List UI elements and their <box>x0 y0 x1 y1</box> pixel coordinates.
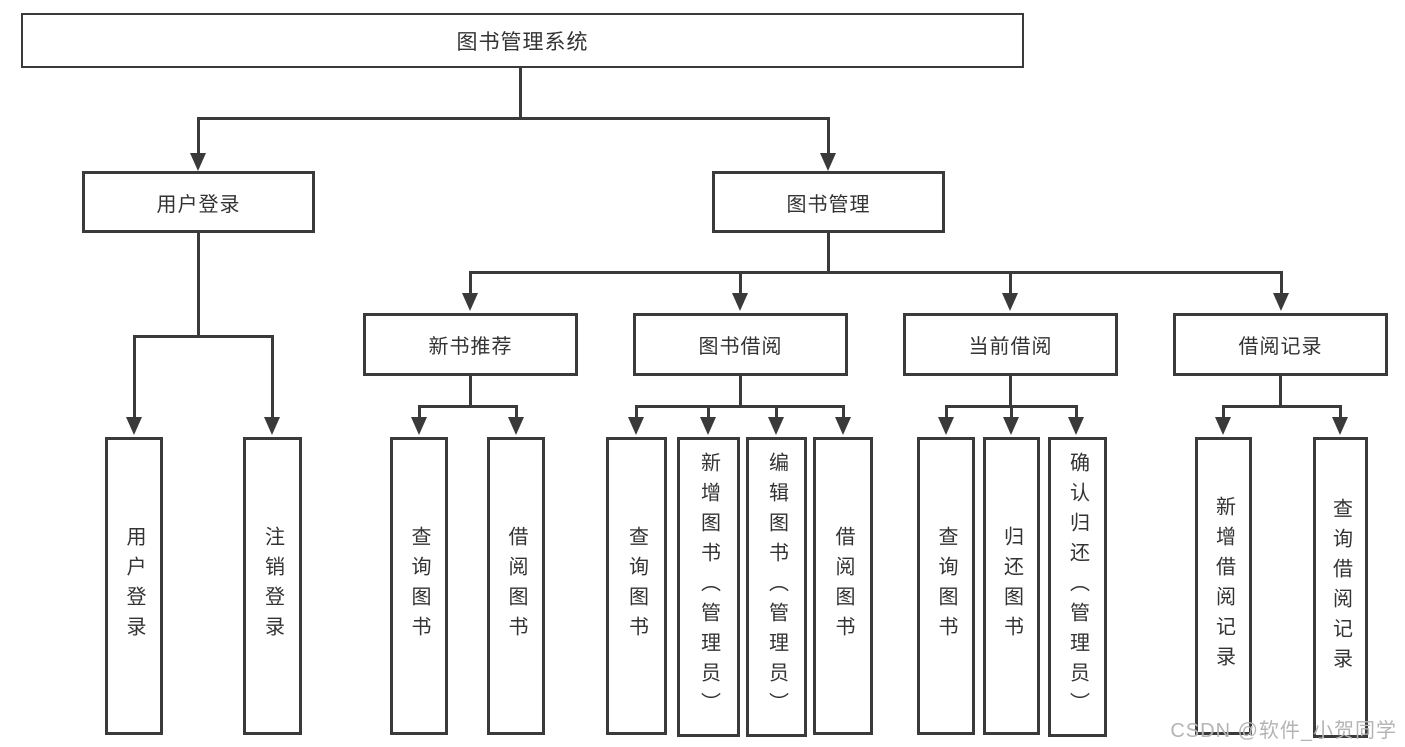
arrow-down-icon <box>1068 417 1084 435</box>
leaf-return-books: 归还图书 <box>983 437 1040 735</box>
leaf-edit-books-admin: 编辑图书（管理员） <box>746 437 807 737</box>
connector-borrow-records-split <box>1222 405 1341 408</box>
leaf-label: 用户登录 <box>123 526 145 646</box>
node-label: 借阅记录 <box>1238 336 1323 358</box>
connector-to-book-management <box>827 117 830 155</box>
leaf-query-books-current: 查询图书 <box>917 437 975 735</box>
leaf-add-borrow-record: 新增借阅记录 <box>1195 437 1252 735</box>
csdn-watermark: CSDN @软件_小贺同学 <box>1170 720 1397 742</box>
leaf-add-books-admin: 新增图书（管理员） <box>677 437 740 737</box>
connector-leaf <box>635 405 638 419</box>
leaf-label: 确认归还（管理员） <box>1066 452 1089 722</box>
connector-user-login-stem <box>197 233 200 335</box>
leaf-label: 查询图书 <box>935 526 957 646</box>
leaf-label: 新增借阅记录 <box>1212 496 1235 676</box>
connector-book-borrow-split <box>635 405 844 408</box>
arrow-down-icon <box>700 417 716 435</box>
node-book-borrowing: 图书借阅 <box>633 313 848 376</box>
node-label: 新书推荐 <box>428 336 513 358</box>
arrow-down-icon <box>264 417 280 435</box>
node-label: 图书管理系统 <box>456 30 589 54</box>
leaf-borrow-books-recommend: 借阅图书 <box>487 437 545 735</box>
arrow-down-icon <box>1332 417 1348 435</box>
arrow-down-icon <box>411 417 427 435</box>
node-current-borrowing: 当前借阅 <box>903 313 1118 376</box>
arrow-down-icon <box>820 153 836 171</box>
connector-leaf <box>1010 405 1013 419</box>
connector-book-borrow-stem <box>739 376 742 405</box>
arrow-down-icon <box>1002 293 1018 311</box>
leaf-confirm-return-admin: 确认归还（管理员） <box>1048 437 1107 737</box>
connector-to-current-borrow <box>1009 271 1012 297</box>
connector-new-book-stem <box>469 376 472 405</box>
leaf-label: 查询图书 <box>625 526 648 646</box>
connector-to-leaf-user-login <box>133 335 136 417</box>
connector-user-login-split <box>133 335 273 338</box>
node-book-management: 图书管理 <box>712 171 945 233</box>
leaf-query-borrow-record: 查询借阅记录 <box>1313 437 1368 738</box>
arrow-down-icon <box>190 153 206 171</box>
connector-leaf <box>1339 405 1342 419</box>
connector-leaf <box>945 405 948 419</box>
arrow-down-icon <box>1273 293 1289 311</box>
connector-to-new-book <box>469 271 472 297</box>
connector-book-management-stem <box>827 233 830 271</box>
connector-leaf <box>775 405 778 419</box>
connector-borrow-records-stem <box>1279 376 1282 405</box>
node-label: 当前借阅 <box>968 336 1053 358</box>
leaf-query-books-borrow: 查询图书 <box>606 437 667 735</box>
leaf-label: 借阅图书 <box>832 526 854 646</box>
leaf-label: 查询图书 <box>408 526 430 646</box>
connector-to-book-borrow <box>739 271 742 297</box>
arrow-down-icon <box>1215 417 1231 435</box>
leaf-label: 编辑图书（管理员） <box>765 452 788 722</box>
arrow-down-icon <box>768 417 784 435</box>
leaf-label: 新增图书（管理员） <box>697 452 720 722</box>
node-label: 图书管理 <box>786 193 871 216</box>
connector-current-borrow-stem <box>1009 376 1012 405</box>
node-borrowing-records: 借阅记录 <box>1173 313 1388 376</box>
connector-to-borrow-records <box>1280 271 1283 297</box>
arrow-down-icon <box>835 417 851 435</box>
node-user-login: 用户登录 <box>82 171 315 233</box>
arrow-down-icon <box>628 417 644 435</box>
connector-root-stem <box>519 68 522 117</box>
node-library-management-system: 图书管理系统 <box>21 13 1024 68</box>
arrow-down-icon <box>732 293 748 311</box>
connector-new-book-split <box>418 405 517 408</box>
connector-leaf <box>418 405 421 419</box>
connector-root-split <box>197 117 830 120</box>
leaf-label: 注销登录 <box>261 526 284 646</box>
leaf-label: 借阅图书 <box>505 526 527 646</box>
arrow-down-icon <box>508 417 524 435</box>
leaf-user-login: 用户登录 <box>105 437 163 735</box>
connector-leaf <box>842 405 845 419</box>
node-label: 用户登录 <box>156 193 241 216</box>
connector-to-user-login <box>197 117 200 155</box>
arrow-down-icon <box>938 417 954 435</box>
leaf-logout: 注销登录 <box>243 437 302 735</box>
connector-leaf <box>515 405 518 419</box>
arrow-down-icon <box>462 293 478 311</box>
connector-leaf <box>1075 405 1078 419</box>
leaf-label: 查询借阅记录 <box>1329 497 1352 678</box>
leaf-label: 归还图书 <box>1000 526 1023 646</box>
node-new-book-recommend: 新书推荐 <box>363 313 578 376</box>
connector-book-management-split <box>469 271 1282 274</box>
connector-to-leaf-logout <box>271 335 274 417</box>
leaf-query-books-recommend: 查询图书 <box>390 437 448 735</box>
arrow-down-icon <box>1003 417 1019 435</box>
node-label: 图书借阅 <box>698 336 783 358</box>
connector-leaf <box>1222 405 1225 419</box>
connector-leaf <box>707 405 710 419</box>
leaf-borrow-books: 借阅图书 <box>813 437 873 735</box>
arrow-down-icon <box>126 417 142 435</box>
